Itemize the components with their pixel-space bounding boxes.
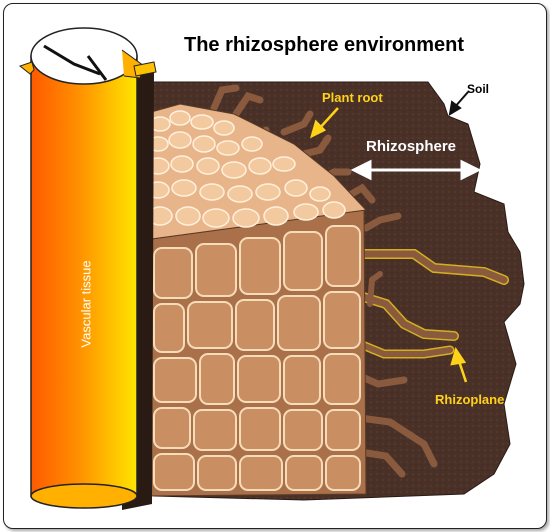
diagram-frame: The rhizosphere environment Soil Plant r… bbox=[3, 3, 547, 529]
diagram-title: The rhizosphere environment bbox=[184, 34, 465, 56]
vascular-cylinder bbox=[18, 27, 157, 509]
root-hairs-lower bbox=[355, 249, 509, 478]
rhizosphere-label: Rhizosphere bbox=[366, 138, 457, 155]
soil-arrow bbox=[448, 91, 469, 116]
plant-root-label: Plant root bbox=[322, 90, 383, 105]
rhizosphere-illustration bbox=[18, 27, 525, 510]
epidermis-cells bbox=[146, 110, 346, 228]
cortex-cells bbox=[153, 225, 361, 491]
soil-label: Soil bbox=[467, 82, 490, 96]
rhizoplane-label: Rhizoplane bbox=[435, 392, 505, 407]
plant-root-arrow bbox=[310, 107, 339, 139]
rhizoplane-arrow bbox=[450, 347, 468, 383]
rhizosphere-arrow bbox=[350, 159, 482, 181]
vascular-tissue-label: Vascular tissue bbox=[78, 260, 94, 348]
